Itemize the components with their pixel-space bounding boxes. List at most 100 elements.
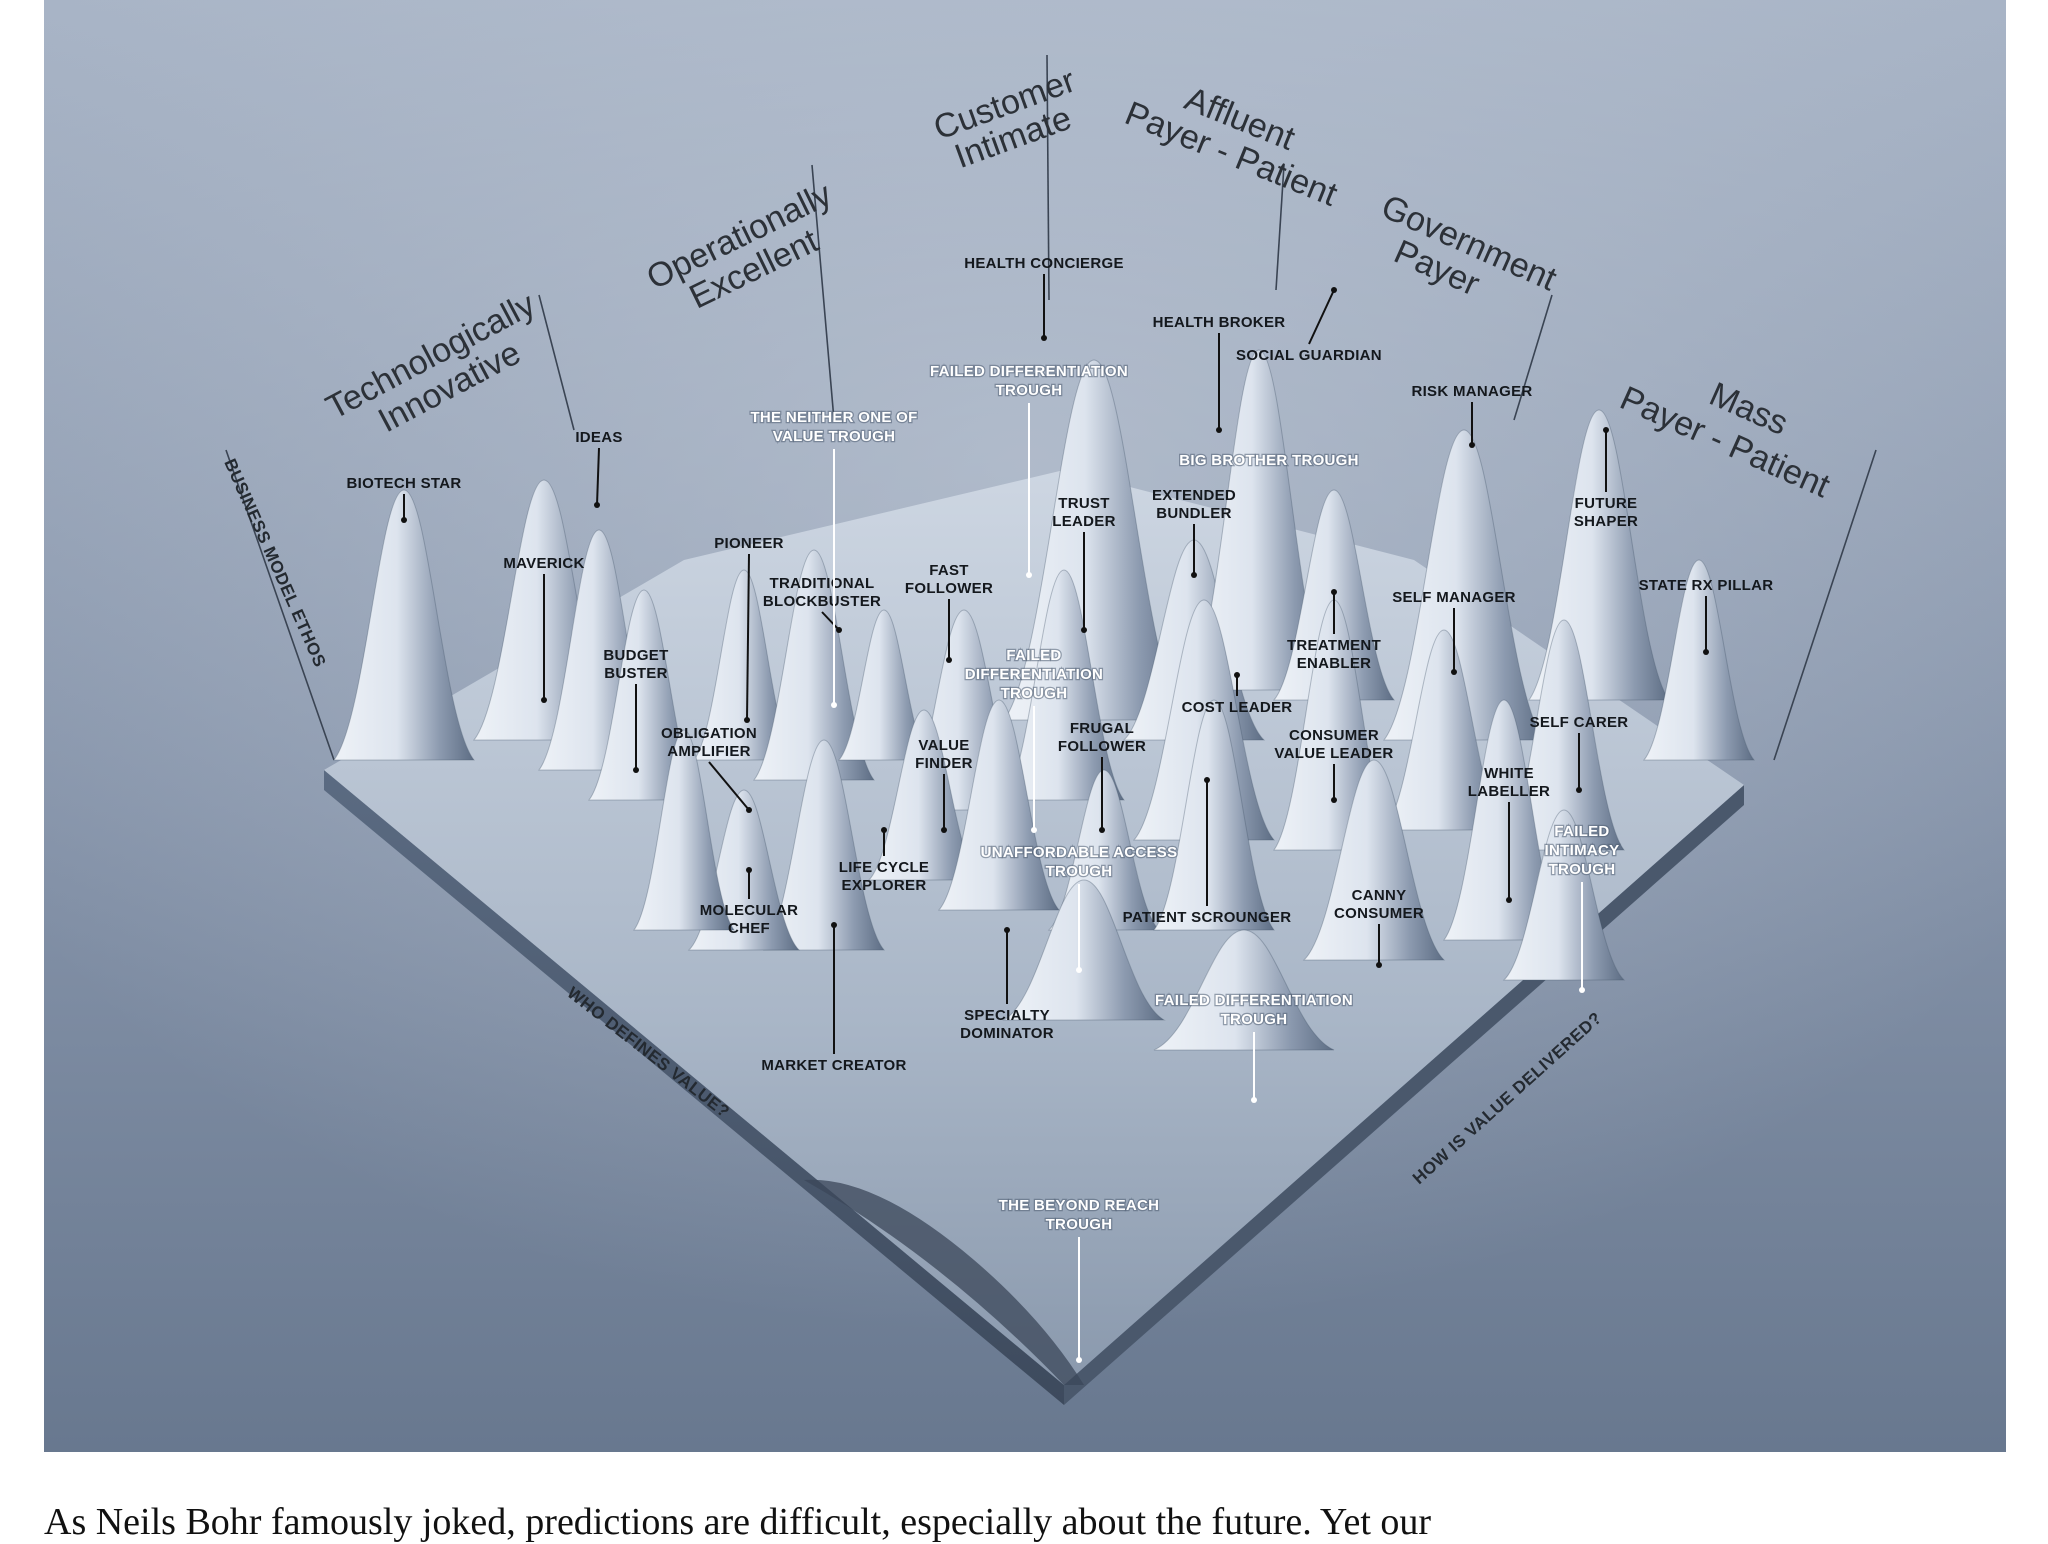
divider-line — [225, 449, 335, 761]
peak-leader-dot — [941, 827, 947, 833]
peak-label-line: FUTURE — [1575, 495, 1638, 512]
peak-label-line: BUNDLER — [1156, 505, 1231, 522]
peak-label-line: FOLLOWER — [1058, 738, 1146, 755]
peak-label-line: SELF CARER — [1530, 714, 1629, 731]
peak-leader-line — [1308, 289, 1335, 345]
peak-leader-line — [821, 611, 840, 631]
peak-label-social-guardian: SOCIAL GUARDIAN — [1236, 347, 1382, 364]
trough-leader-dot — [1031, 827, 1037, 833]
landscape-svg: Technologically Innovative Operationally… — [44, 0, 2006, 1452]
peak-leader-dot — [1451, 669, 1457, 675]
divider-line — [1046, 54, 1050, 301]
peak-label-line: BIOTECH STAR — [347, 475, 462, 492]
peak-mountain — [1002, 879, 1166, 1021]
peak-leader-dot — [1004, 927, 1010, 933]
peak-leader-dot — [1331, 797, 1337, 803]
peak-label-health-broker: HEALTH BROKER — [1153, 314, 1286, 331]
peak-leader-dot — [881, 827, 887, 833]
peak-label-line: BUSTER — [604, 665, 667, 682]
peak-label-self-manager: SELF MANAGER — [1392, 589, 1516, 606]
peak-label-line: DOMINATOR — [960, 1025, 1054, 1042]
peak-mountain — [633, 729, 735, 931]
peak-leader-dot — [1041, 335, 1047, 341]
peak-label-line: ENABLER — [1297, 655, 1372, 672]
peak-label-line: VALUE — [918, 737, 969, 754]
peak-label-maverick: MAVERICK — [503, 555, 584, 572]
peak-leader-dot — [1331, 287, 1337, 293]
peak-leader-dot — [1376, 962, 1382, 968]
trough-leader-dot — [1076, 967, 1082, 973]
divider-line — [1513, 294, 1553, 421]
trough-label-line: TROUGH — [1221, 1011, 1288, 1028]
peak-label-line: HEALTH BROKER — [1153, 314, 1286, 331]
trough-label-line: THE BEYOND REACH — [999, 1197, 1160, 1214]
peak-leader-dot — [1081, 627, 1087, 633]
peak-label-line: EXTENDED — [1152, 487, 1236, 504]
trough-label-failed-differentiation-low: FAILED DIFFERENTIATION TROUGH — [1155, 992, 1353, 1028]
peak-label-line: CANNY — [1352, 887, 1407, 904]
peak-label-line: VALUE LEADER — [1274, 745, 1393, 762]
peak-leader-dot — [633, 767, 639, 773]
peak-leader-dot — [744, 717, 750, 723]
trough-label-line: FAILED DIFFERENTIATION — [1155, 992, 1353, 1009]
caption-text: As Neils Bohr famously joked, prediction… — [44, 1501, 1432, 1543]
peak-leader-dot — [746, 807, 752, 813]
trough-leader-dot — [1026, 572, 1032, 578]
peak-leader-dot — [831, 922, 837, 928]
peak-label-line: TRUST — [1058, 495, 1110, 512]
peak-label-line: CONSUMER — [1334, 905, 1424, 922]
peak-label-line: HEALTH CONCIERGE — [964, 255, 1124, 272]
peak-mountain — [332, 489, 476, 761]
peak-label-line: BLOCKBUSTER — [763, 593, 881, 610]
peak-leader-dot — [1703, 649, 1709, 655]
divider-line — [1773, 449, 1877, 761]
peak-label-line: LEADER — [1052, 513, 1115, 530]
peak-label-patient-scrounger: PATIENT SCROUNGER — [1123, 909, 1292, 926]
peak-leader-dot — [1191, 572, 1197, 578]
peak-mountain — [1153, 929, 1335, 1051]
peak-leader-dot — [401, 517, 407, 523]
peak-label-line: TRADITIONAL — [770, 575, 875, 592]
peak-label-line: EXPLORER — [842, 877, 927, 894]
trough-label-line: TROUGH — [996, 382, 1063, 399]
peak-leader-line — [596, 447, 600, 506]
category-dividers — [225, 54, 1877, 761]
peak-label-cost-leader: COST LEADER — [1182, 699, 1293, 716]
peak-label-line: STATE RX PILLAR — [1639, 577, 1774, 594]
peak-mountain — [762, 739, 886, 951]
trough-label-line: FAILED DIFFERENTIATION — [930, 363, 1128, 380]
peak-mountain — [937, 699, 1061, 911]
peak-label-pioneer: PIONEER — [714, 535, 784, 552]
trough-leader-dot — [1251, 1097, 1257, 1103]
peak-label-line: IDEAS — [575, 429, 622, 446]
beyond-reach-shadow — [804, 1179, 1084, 1385]
peak-leader-dot — [1506, 897, 1512, 903]
peak-leader-line — [746, 553, 750, 721]
peak-label-line: CONSUMER — [1289, 727, 1379, 744]
peak-label-line: OBLIGATION — [661, 725, 757, 742]
peak-label-line: LIFE CYCLE — [839, 859, 930, 876]
trough-label-line: VALUE TROUGH — [773, 428, 896, 445]
trough-label-line: UNAFFORDABLE ACCESS — [981, 844, 1178, 861]
peak-leader-dot — [1216, 427, 1222, 433]
peak-label-line: FOLLOWER — [905, 580, 993, 597]
peak-label-line: FINDER — [915, 755, 973, 772]
peak-label-line: AMPLIFIER — [667, 743, 751, 760]
trough-leader-dot — [1579, 987, 1585, 993]
peak-leader-dot — [1469, 442, 1475, 448]
trough-label-line: TROUGH — [1001, 685, 1068, 702]
